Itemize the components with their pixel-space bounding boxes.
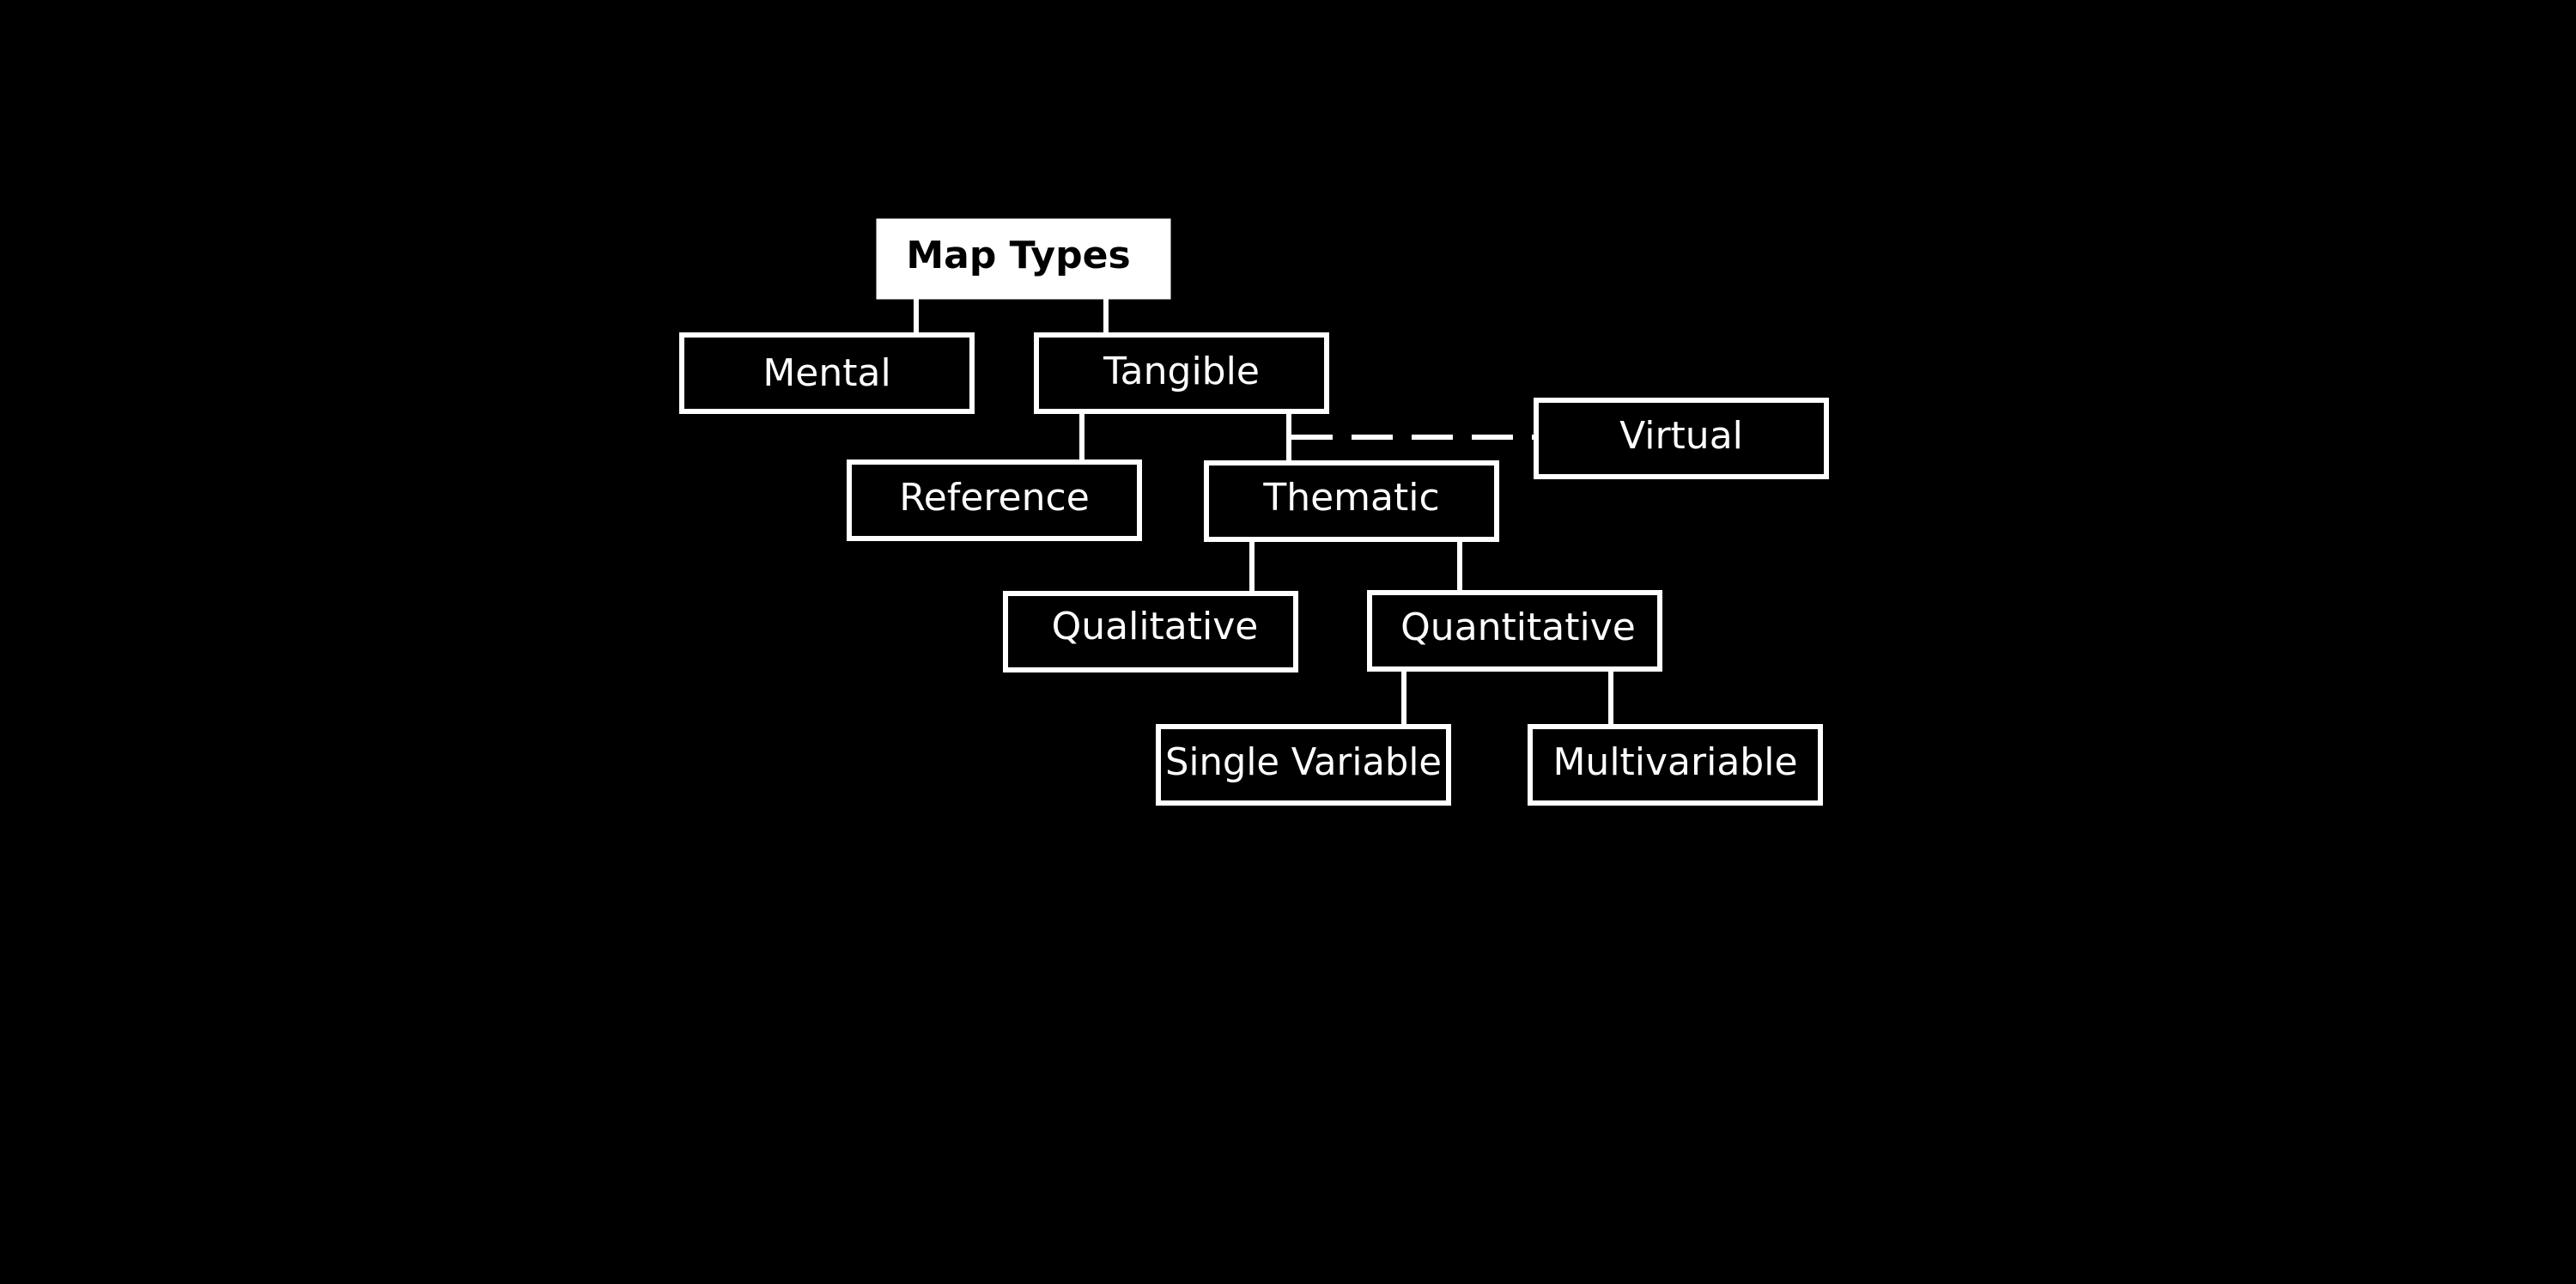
node-label-virtual: Virtual — [1619, 414, 1743, 458]
node-multivariable: Multivariable — [1528, 724, 1823, 806]
node-qualitative: Qualitative — [1003, 591, 1298, 672]
node-virtual: Virtual — [1534, 398, 1829, 479]
node-label-thematic: Thematic — [1262, 476, 1439, 520]
node-label-reference: Reference — [899, 476, 1090, 520]
node-single-variable: Single Variable — [1156, 724, 1451, 806]
node-reference: Reference — [847, 459, 1142, 541]
node-quantitative: Quantitative — [1367, 590, 1662, 672]
node-label-qualitative: Qualitative — [1052, 605, 1259, 648]
node-label-quantitative: Quantitative — [1400, 605, 1636, 649]
node-label-single-variable: Single Variable — [1165, 740, 1442, 784]
node-label-mental: Mental — [762, 351, 890, 395]
node-label-multivariable: Multivariable — [1552, 740, 1797, 784]
node-map-types: Map Types — [876, 218, 1171, 300]
connectors — [914, 297, 1613, 726]
node-label-tangible: Tangible — [1103, 350, 1260, 393]
node-label-map-types: Map Types — [906, 234, 1130, 277]
node-tangible: Tangible — [1034, 332, 1329, 414]
node-mental: Mental — [679, 332, 975, 414]
node-thematic: Thematic — [1204, 460, 1499, 542]
